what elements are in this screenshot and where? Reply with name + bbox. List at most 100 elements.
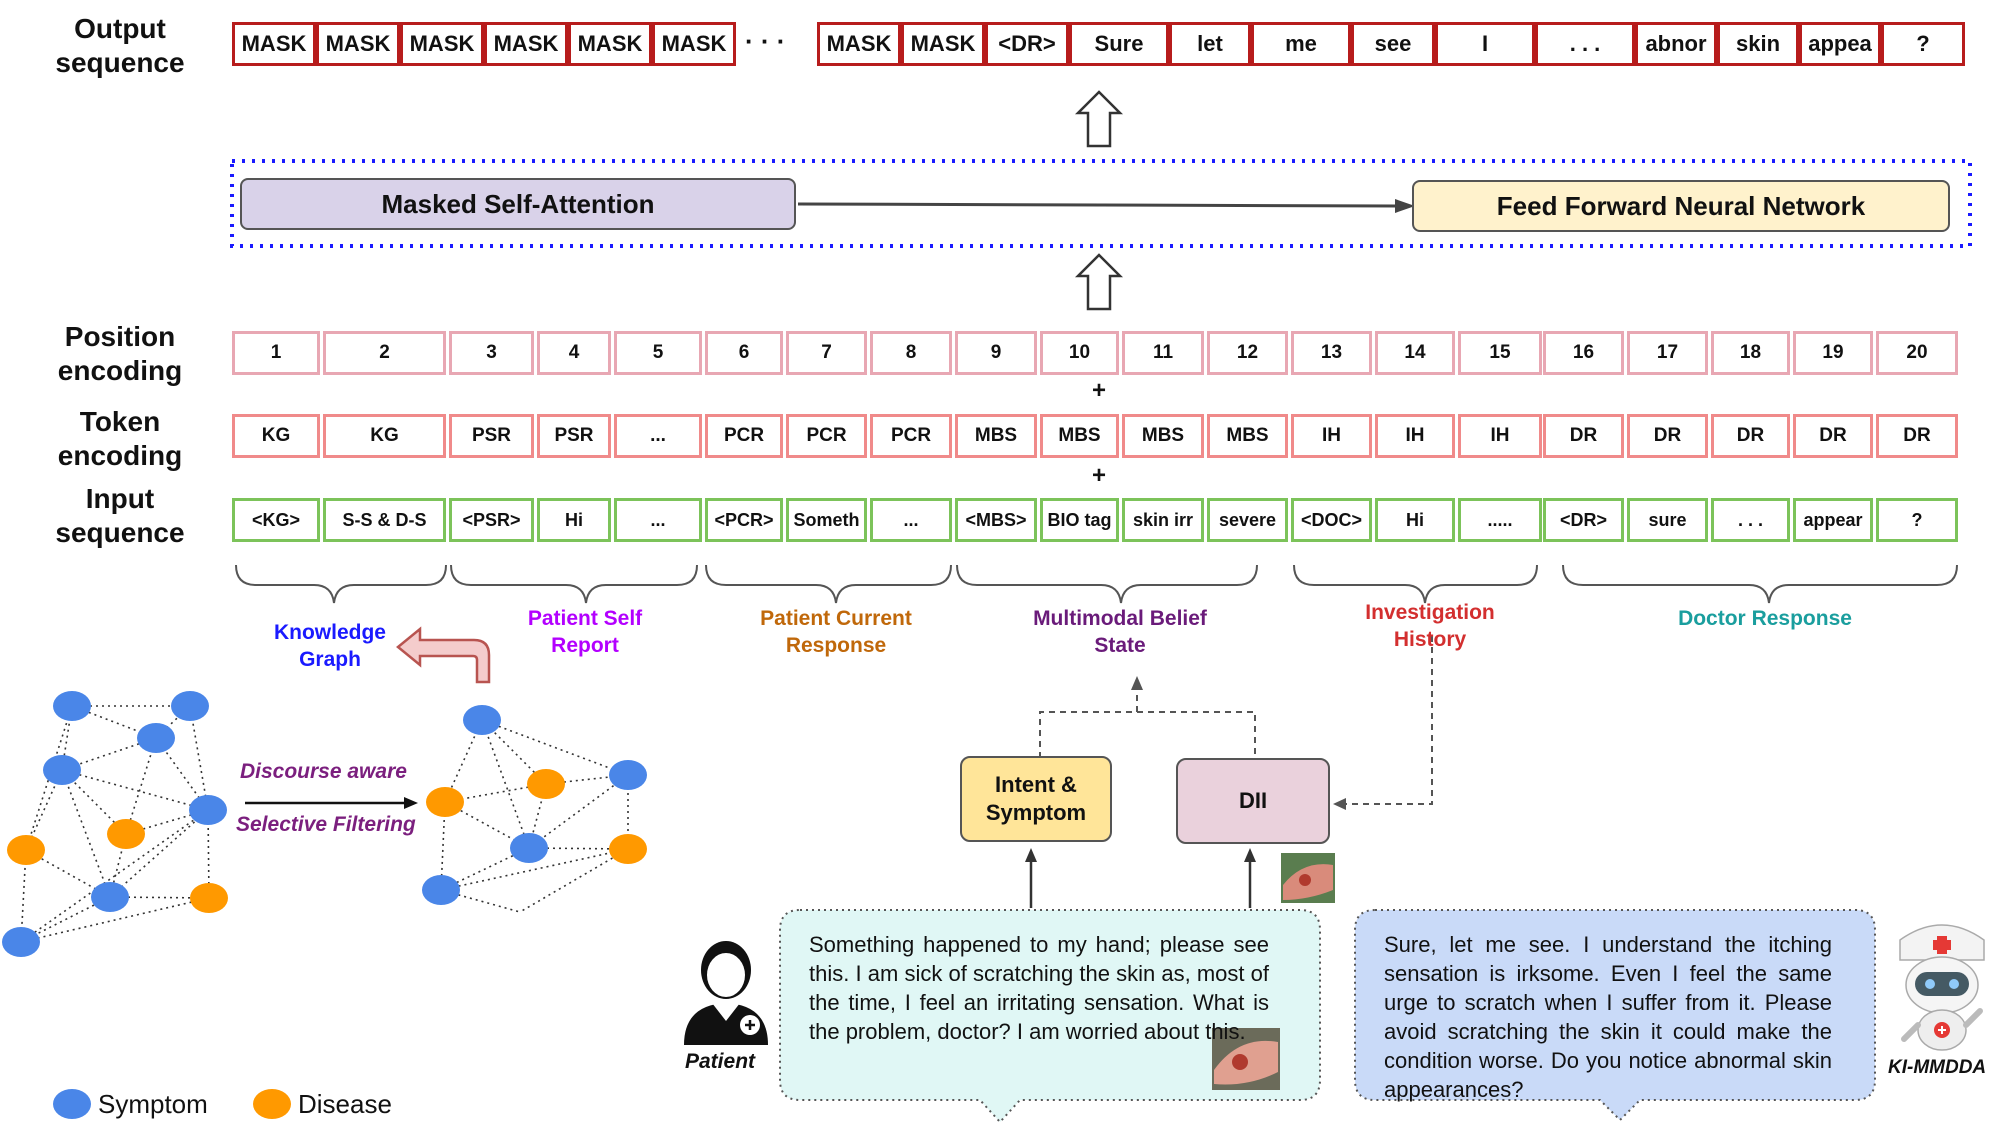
input-token-cell: <DOC> xyxy=(1291,498,1372,542)
label-line: encoding xyxy=(57,355,183,386)
segment-investigation-history: Investigation History xyxy=(1330,599,1530,653)
segment-patient-current-response: Patient Current Response xyxy=(726,605,946,659)
label-line: Output xyxy=(74,13,166,44)
skin-lesion-image-icon xyxy=(1281,853,1335,903)
hollow-up-arrow-icon xyxy=(1074,90,1124,148)
output-token: MASK xyxy=(568,22,652,66)
output-token: let xyxy=(1169,22,1251,66)
position-encoding-cell: 2 xyxy=(323,331,446,375)
output-token: MASK xyxy=(652,22,736,66)
selective-filtering-label: Selective Filtering xyxy=(236,813,416,836)
input-token-cell: Hi xyxy=(537,498,611,542)
masked-self-attention-box: Masked Self-Attention xyxy=(240,178,796,230)
plus-sign: + xyxy=(1092,462,1107,489)
position-encoding-cell: 8 xyxy=(870,331,952,375)
input-token-cell: Someth xyxy=(786,498,867,542)
segment-line: Patient Self xyxy=(527,607,643,630)
output-token: MASK xyxy=(316,22,400,66)
output-token: MASK xyxy=(400,22,484,66)
output-token: ? xyxy=(1881,22,1965,66)
input-token-cell: <MBS> xyxy=(955,498,1037,542)
position-encoding-cell: 11 xyxy=(1122,331,1204,375)
full-knowledge-graph-nodes xyxy=(2,691,228,957)
intent-module-line: Symptom xyxy=(985,800,1087,825)
output-token: MASK xyxy=(484,22,568,66)
hollow-up-arrow-icon xyxy=(1074,253,1124,311)
token-encoding-cell: DR xyxy=(1711,414,1790,458)
intent-module-line: Intent & xyxy=(995,772,1077,797)
psr-to-kg-arrow xyxy=(396,626,491,684)
output-token: I xyxy=(1435,22,1535,66)
patient-caption: Patient xyxy=(685,1050,756,1073)
token-encoding-cell: DR xyxy=(1876,414,1958,458)
doctor-speech-bubble xyxy=(1354,909,1876,1122)
input-token-cell: sure xyxy=(1627,498,1708,542)
token-encoding-cell: KG xyxy=(323,414,446,458)
legend-symptom-swatch xyxy=(53,1089,91,1119)
dii-module: DII xyxy=(1176,758,1330,844)
decoder-block-frame xyxy=(230,159,1972,248)
label-line: encoding xyxy=(57,440,183,471)
input-token-cell: ... xyxy=(614,498,702,542)
input-token-cell: BIO tag xyxy=(1040,498,1119,542)
token-encoding-cell: PCR xyxy=(786,414,867,458)
input-token-cell: ..... xyxy=(1458,498,1542,542)
position-encoding-cell: 17 xyxy=(1627,331,1708,375)
output-token: MASK xyxy=(901,22,985,66)
position-encoding-cell: 12 xyxy=(1207,331,1288,375)
feed-forward-label: Feed Forward Neural Network xyxy=(1496,190,1866,221)
segment-patient-self-report: Patient Self Report xyxy=(490,605,680,659)
masked-self-attention-label: Masked Self-Attention xyxy=(381,188,655,219)
intent-symptom-module: Intent & Symptom xyxy=(960,756,1112,842)
segment-line: Patient Current xyxy=(760,607,912,630)
token-encoding-cell: IH xyxy=(1291,414,1372,458)
label-line: Input xyxy=(85,483,155,514)
input-token-cell: appear xyxy=(1793,498,1873,542)
discourse-aware-label: Discourse aware xyxy=(240,760,407,783)
doctor-utterance: Sure, let me see. I understand the itchi… xyxy=(1384,932,1832,1102)
segment-knowledge-graph: Knowledge Graph xyxy=(250,619,410,673)
segment-line: Report xyxy=(551,634,619,657)
position-encoding-cell: 16 xyxy=(1543,331,1624,375)
input-token-cell: <DR> xyxy=(1543,498,1624,542)
label-line: Position xyxy=(64,321,176,352)
position-encoding-cell: 3 xyxy=(449,331,534,375)
segment-line: Response xyxy=(785,634,887,657)
skin-lesion-image-icon xyxy=(1212,1028,1280,1090)
output-token: <DR> xyxy=(985,22,1069,66)
patient-speech-bubble xyxy=(779,909,1321,1124)
token-encoding-cell: IH xyxy=(1458,414,1542,458)
filtered-knowledge-graph-edges xyxy=(440,719,629,913)
position-encoding-cell: 6 xyxy=(705,331,783,375)
input-token-cell: severe xyxy=(1207,498,1288,542)
position-encoding-cell: 13 xyxy=(1291,331,1372,375)
position-encoding-cell: 18 xyxy=(1711,331,1790,375)
input-token-cell: ? xyxy=(1876,498,1958,542)
token-encoding-cell: IH xyxy=(1375,414,1455,458)
patient-utterance: Something happened to my hand; please se… xyxy=(809,932,1269,1044)
token-encoding-cell: PSR xyxy=(537,414,611,458)
input-token-cell: . . . xyxy=(1711,498,1790,542)
token-encoding-cell: DR xyxy=(1793,414,1873,458)
input-token-cell: S-S & D-S xyxy=(323,498,446,542)
output-ellipsis: · · · xyxy=(745,26,786,56)
output-token: see xyxy=(1351,22,1435,66)
msa-to-ffn-arrow xyxy=(797,202,1399,208)
input-token-cell: Hi xyxy=(1375,498,1455,542)
input-token-cell: <KG> xyxy=(232,498,320,542)
label-line: Token xyxy=(79,406,161,437)
token-encoding-cell: MBS xyxy=(1207,414,1288,458)
position-encoding-cell: 14 xyxy=(1375,331,1455,375)
output-sequence-label: Output sequence xyxy=(40,12,200,80)
position-encoding-cell: 7 xyxy=(786,331,867,375)
feed-forward-box: Feed Forward Neural Network xyxy=(1412,180,1950,232)
output-token: MASK xyxy=(232,22,316,66)
position-encoding-cell: 1 xyxy=(232,331,320,375)
segment-line: Knowledge xyxy=(273,621,386,644)
output-token: . . . xyxy=(1535,22,1635,66)
output-token: abnor xyxy=(1635,22,1717,66)
label-line: sequence xyxy=(55,47,185,78)
patient-icon xyxy=(684,941,768,1045)
module-connectors xyxy=(1039,636,1433,805)
doctor-caption: KI-MMDDA xyxy=(1888,1057,1987,1078)
